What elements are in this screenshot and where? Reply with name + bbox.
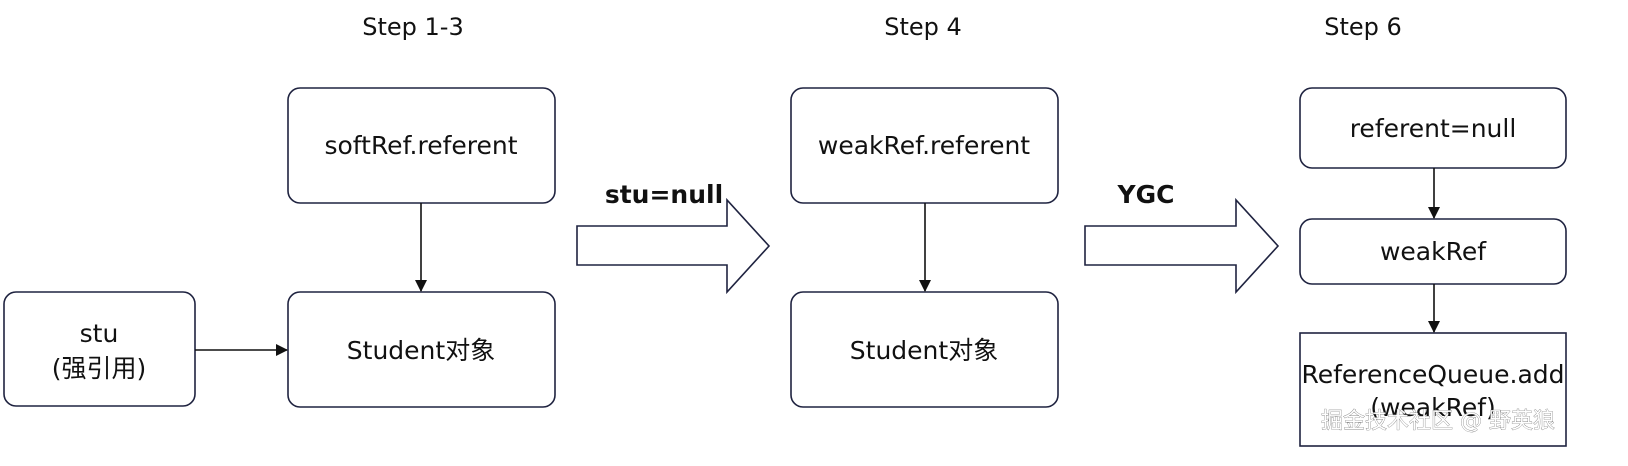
transition2-arrow: [1084, 197, 1280, 295]
weak-ref-box: weakRef: [1299, 218, 1567, 285]
weak-ref-referent-label: weakRef.referent: [818, 131, 1030, 160]
step1-title: Step 1-3: [362, 13, 463, 41]
step2-title: Step 4: [884, 13, 962, 41]
referent-null-box: referent=null: [1299, 87, 1567, 169]
student-object-box-step2: Student对象: [790, 291, 1059, 408]
student-object-label-step2: Student对象: [850, 336, 998, 365]
student-object-box-step1: Student对象: [287, 291, 556, 408]
weak-ref-referent-box: weakRef.referent: [790, 87, 1059, 204]
transition1-label: stu=null: [605, 180, 723, 209]
step3-title: Step 6: [1324, 13, 1402, 41]
soft-ref-referent-box: softRef.referent: [287, 87, 556, 204]
stu-strong-ref-label: (强引用): [52, 354, 147, 383]
stu-label: stu: [80, 319, 119, 348]
transition1-arrow: [576, 197, 771, 295]
stu-box: stu (强引用): [3, 291, 196, 407]
weak-ref-label: weakRef: [1380, 237, 1487, 266]
reference-queue-arg-label: (weakRef): [1370, 393, 1496, 422]
watermark-text: 掘金技术社区 @ 野英狼: [1321, 409, 1555, 434]
soft-ref-referent-label: softRef.referent: [324, 131, 517, 160]
transition2-label: YGC: [1117, 180, 1175, 209]
student-object-label-step1: Student对象: [347, 336, 495, 365]
reference-queue-box: ReferenceQueue.add (weakRef): [1299, 332, 1567, 447]
referent-null-label: referent=null: [1350, 114, 1517, 143]
reference-queue-add-label: ReferenceQueue.add: [1301, 360, 1564, 389]
